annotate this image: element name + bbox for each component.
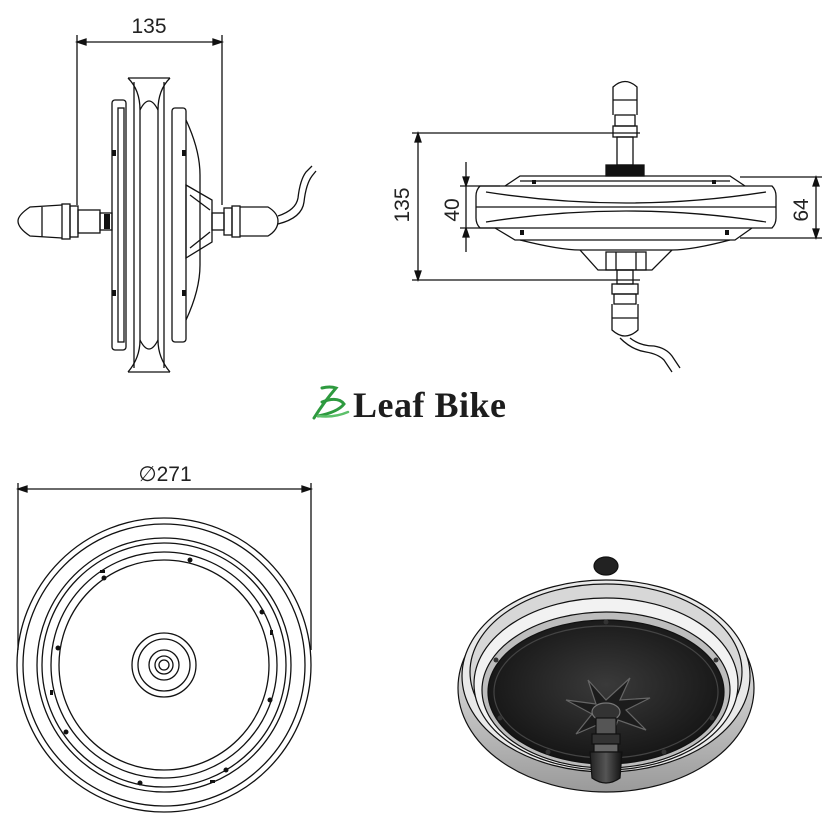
face-view: ∅271 [15, 463, 314, 813]
brand-name: Leaf Bike [353, 385, 507, 425]
front-view: 135 40 64 [391, 80, 822, 373]
dim-label-diameter: ∅271 [138, 463, 191, 486]
side-view: 135 [17, 15, 317, 373]
dim-label-front-height: 135 [391, 187, 414, 222]
face-bolts [50, 557, 273, 786]
dim-label-side-width: 135 [131, 15, 166, 38]
dimension-135-vertical: 135 [391, 130, 640, 283]
dim-label-rim-outer: 64 [790, 198, 813, 222]
perspective-view [457, 556, 755, 793]
dimension-135-horizontal: 135 [74, 15, 225, 205]
dimension-diameter: ∅271 [15, 463, 314, 650]
dim-label-rim-inner: 40 [441, 198, 464, 221]
leaf-b-logo-icon [312, 385, 350, 420]
dimension-64: 64 [740, 174, 822, 241]
